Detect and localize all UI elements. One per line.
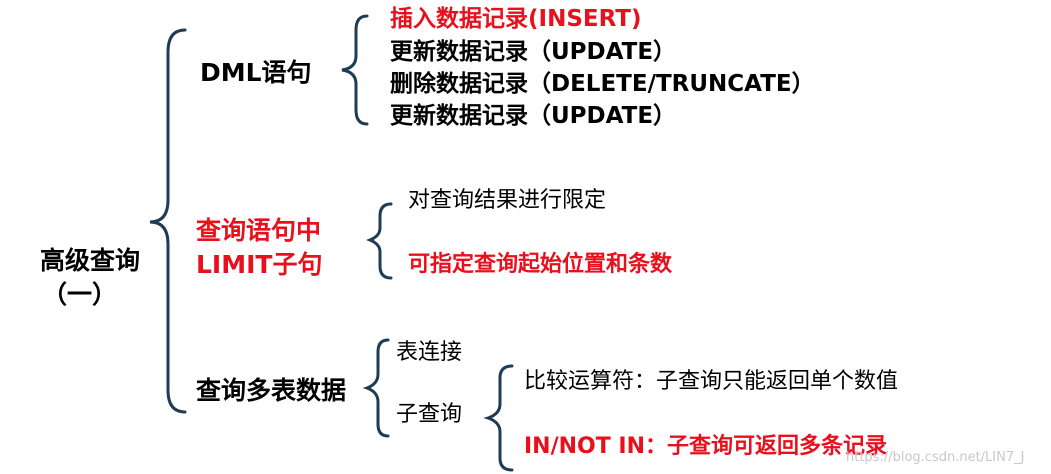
dml-label: DML语句 [200, 58, 312, 87]
multi-join: 表连接 [396, 340, 463, 365]
limit-item-position: 可指定查询起始位置和条数 [408, 252, 673, 277]
dml-item-insert: 插入数据记录(INSERT) [390, 6, 642, 32]
dml-item-delete: 删除数据记录（DELETE/TRUNCATE） [390, 71, 815, 97]
main-brace [149, 28, 187, 414]
multi-subquery: 子查询 [396, 402, 463, 427]
multi-brace [362, 338, 390, 438]
limit-item-restrict: 对查询结果进行限定 [408, 188, 607, 213]
limit-brace [365, 202, 393, 280]
root-label-line1: 高级查询 [40, 246, 141, 275]
limit-label-line1: 查询语句中 [196, 216, 322, 245]
dml-item-update-2: 更新数据记录（UPDATE） [390, 103, 677, 129]
multi-label: 查询多表数据 [196, 376, 347, 405]
root-label-line2: （一） [42, 280, 118, 309]
dml-item-update: 更新数据记录（UPDATE） [390, 39, 677, 65]
subquery-brace [483, 364, 514, 472]
dml-brace [341, 14, 369, 126]
watermark: https://blog.csdn.net/LIN7_J [846, 450, 1025, 465]
subquery-item-in: IN/NOT IN：子查询可返回多条记录 [524, 434, 888, 459]
subquery-item-compare: 比较运算符：子查询只能返回单个数值 [524, 369, 899, 394]
limit-label-line2: LIMIT子句 [196, 250, 323, 279]
